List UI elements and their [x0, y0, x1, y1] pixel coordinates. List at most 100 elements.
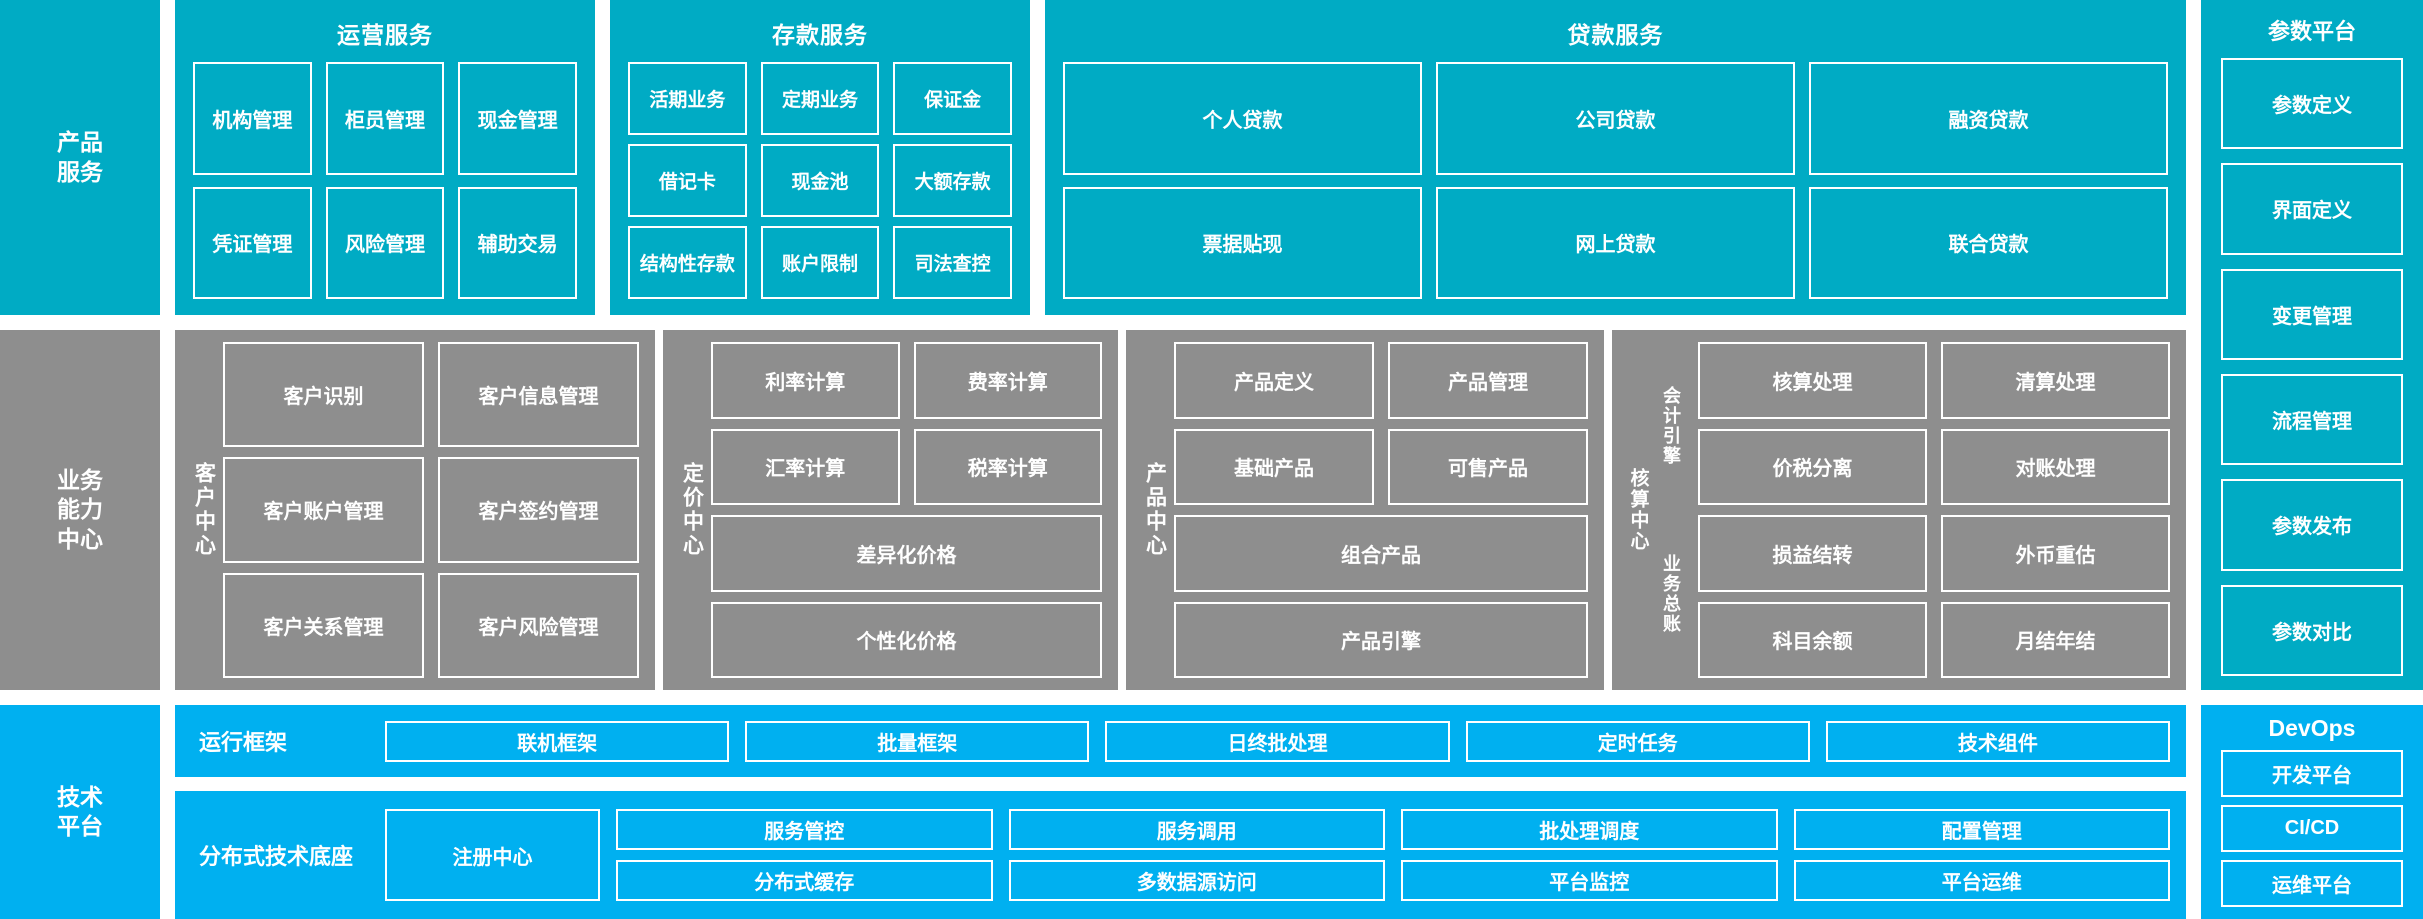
tile-ci-cd[interactable]: CI/CD	[2221, 805, 2403, 852]
tile-customer-identification[interactable]: 客户识别	[223, 342, 424, 448]
tile-customer-relation-management[interactable]: 客户关系管理	[223, 572, 424, 678]
tile-customer-account-management[interactable]: 客户账户管理	[223, 457, 424, 563]
tile-profit-loss-carryover[interactable]: 损益结转	[1698, 515, 1927, 592]
tile-subject-balance[interactable]: 科目余额	[1698, 601, 1927, 678]
tile-bill-discount[interactable]: 票据贴现	[1063, 186, 1422, 299]
tile-online-framework[interactable]: 联机框架	[385, 720, 730, 762]
tile-margin-deposit[interactable]: 保证金	[893, 62, 1012, 135]
tile-parameter-release[interactable]: 参数发布	[2221, 479, 2403, 571]
tile-organization-management[interactable]: 机构管理	[193, 62, 312, 175]
layer-label-technical-platform-text: 技术 平台	[57, 783, 103, 839]
tile-month-year-end-closing[interactable]: 月结年结	[1941, 601, 2170, 678]
tile-distributed-cache[interactable]: 分布式缓存	[616, 860, 993, 901]
tile-foreign-currency-revaluation[interactable]: 外币重估	[1941, 515, 2170, 592]
tile-judicial-control[interactable]: 司法查控	[893, 226, 1012, 299]
tile-scheduled-task[interactable]: 定时任务	[1465, 720, 1810, 762]
tile-voucher-management[interactable]: 凭证管理	[193, 186, 312, 299]
spacer-row	[0, 315, 2423, 330]
tiles-runtime-framework: 联机框架 批量框架 日终批处理 定时任务 技术组件	[385, 720, 2170, 762]
tile-risk-management[interactable]: 风险管理	[325, 186, 445, 299]
tiles-operations: 机构管理 柜员管理 现金管理 凭证管理 风险管理 辅助交易	[193, 62, 577, 299]
tile-auxiliary-transaction[interactable]: 辅助交易	[458, 186, 577, 299]
tile-exchange-rate-calculation[interactable]: 汇率计算	[711, 428, 900, 505]
panel-parameter-platform: 参数平台 参数定义 界面定义 变更管理 流程管理 参数发布 参数对比	[2201, 0, 2423, 690]
tile-registry-center[interactable]: 注册中心	[385, 809, 600, 901]
tile-multi-datasource-access[interactable]: 多数据源访问	[1008, 860, 1385, 901]
tile-configuration-management[interactable]: 配置管理	[1793, 809, 2170, 850]
tile-personalized-price[interactable]: 个性化价格	[711, 601, 1102, 678]
tile-product-engine[interactable]: 产品引擎	[1174, 601, 1588, 678]
tiles-loan: 个人贷款 公司贷款 融资贷款 票据贴现 网上贷款 联合贷款	[1063, 62, 2168, 299]
tile-personal-loan[interactable]: 个人贷款	[1063, 62, 1422, 175]
spacer	[160, 705, 175, 919]
tile-service-invocation[interactable]: 服务调用	[1008, 809, 1385, 850]
tile-sellable-product[interactable]: 可售产品	[1388, 428, 1588, 505]
group-title-loan: 贷款服务	[1567, 22, 1664, 48]
tile-large-deposit[interactable]: 大额存款	[893, 144, 1012, 217]
tiles-deposit: 活期业务 定期业务 保证金 借记卡 现金池 大额存款 结构性存款 账户限制 司法…	[628, 62, 1012, 299]
tile-price-tax-separation[interactable]: 价税分离	[1698, 428, 1927, 505]
group-deposit-services: 存款服务 活期业务 定期业务 保证金 借记卡 现金池 大额存款 结构性存款 账户…	[610, 0, 1030, 315]
tile-process-management[interactable]: 流程管理	[2221, 373, 2403, 466]
spacer	[2186, 330, 2201, 690]
technical-bands: 运行框架 联机框架 批量框架 日终批处理 定时任务 技术组件 分布式技术底座 注…	[175, 705, 2186, 919]
tiles-distributed-base: 服务管控 服务调用 批处理调度 配置管理 分布式缓存 多数据源访问 平台监控 平…	[616, 809, 2170, 901]
center-pricing: 定价中心 利率计算 费率计算 汇率计算 税率计算 差异化价格 个性化价格	[663, 330, 1118, 690]
tile-financing-loan[interactable]: 融资贷款	[1809, 62, 2168, 175]
tile-corporate-loan[interactable]: 公司贷款	[1436, 62, 1795, 175]
tile-change-management[interactable]: 变更管理	[2221, 268, 2403, 360]
tile-debit-card[interactable]: 借记卡	[628, 144, 747, 217]
center-accounting: 核算中心 会计引擎 业务总账 核算处理 清算处理 价税分离 对账处理 损益结转 …	[1612, 330, 2186, 690]
techband-runtime-framework: 运行框架 联机框架 批量框架 日终批处理 定时任务 技术组件	[175, 705, 2186, 777]
tiles-product-center: 产品定义 产品管理 基础产品 可售产品 组合产品 产品引擎	[1174, 342, 1588, 678]
tile-accounting-processing[interactable]: 核算处理	[1698, 342, 1927, 419]
panel-title-parameter-platform: 参数平台	[2267, 19, 2356, 44]
tile-operations-platform[interactable]: 运维平台	[2221, 860, 2403, 907]
panel-devops: DevOps 开发平台 CI/CD 运维平台	[2201, 705, 2423, 919]
center-label-accounting: 核算中心	[1627, 468, 1649, 552]
tile-service-governance[interactable]: 服务管控	[616, 809, 993, 850]
tile-interface-definition[interactable]: 界面定义	[2221, 163, 2403, 255]
tiles-parameter-platform: 参数定义 界面定义 变更管理 流程管理 参数发布 参数对比	[2221, 58, 2403, 676]
tile-development-platform[interactable]: 开发平台	[2221, 750, 2403, 797]
spacer	[2186, 0, 2201, 315]
tile-tax-rate-calculation[interactable]: 税率计算	[913, 428, 1102, 505]
group-loan-services: 贷款服务 个人贷款 公司贷款 融资贷款 票据贴现 网上贷款 联合贷款	[1045, 0, 2186, 315]
tile-settlement-processing[interactable]: 清算处理	[1941, 342, 2170, 419]
tile-end-of-day-batch[interactable]: 日终批处理	[1105, 720, 1450, 762]
panel-title-devops: DevOps	[2268, 715, 2356, 741]
tile-reconciliation-processing[interactable]: 对账处理	[1941, 428, 2170, 505]
tile-time-deposit[interactable]: 定期业务	[760, 62, 880, 135]
tile-online-loan[interactable]: 网上贷款	[1436, 186, 1795, 299]
tile-technical-component[interactable]: 技术组件	[1825, 720, 2170, 762]
tile-structured-deposit[interactable]: 结构性存款	[628, 226, 747, 299]
tile-basic-product[interactable]: 基础产品	[1174, 428, 1374, 505]
tile-platform-operations[interactable]: 平台运维	[1793, 860, 2170, 901]
center-label-customer: 客户中心	[192, 462, 216, 558]
spacer-row	[2201, 690, 2423, 705]
tile-demand-deposit[interactable]: 活期业务	[628, 62, 747, 135]
group-operations-services: 运营服务 机构管理 柜员管理 现金管理 凭证管理 风险管理 辅助交易	[175, 0, 595, 315]
tile-platform-monitoring[interactable]: 平台监控	[1401, 860, 1778, 901]
tile-joint-loan[interactable]: 联合贷款	[1809, 186, 2168, 299]
tile-account-restriction[interactable]: 账户限制	[760, 226, 880, 299]
tile-batch-framework[interactable]: 批量框架	[745, 720, 1090, 762]
tile-fee-rate-calculation[interactable]: 费率计算	[913, 342, 1102, 419]
center-label-product: 产品中心	[1143, 462, 1167, 558]
tile-teller-management[interactable]: 柜员管理	[325, 62, 445, 175]
tile-batch-scheduling[interactable]: 批处理调度	[1401, 809, 1778, 850]
tile-customer-info-management[interactable]: 客户信息管理	[438, 342, 639, 448]
tile-differentiated-price[interactable]: 差异化价格	[711, 515, 1102, 592]
tile-cash-pool[interactable]: 现金池	[760, 144, 880, 217]
tile-customer-risk-management[interactable]: 客户风险管理	[438, 572, 639, 678]
tile-product-management[interactable]: 产品管理	[1388, 342, 1588, 419]
tile-parameter-definition[interactable]: 参数定义	[2221, 58, 2403, 150]
tile-cash-management[interactable]: 现金管理	[458, 62, 577, 175]
layer-product-services: 产品 服务 运营服务 机构管理 柜员管理 现金管理 凭证管理 风险管理 辅助交易…	[0, 0, 2423, 315]
tile-product-definition[interactable]: 产品定义	[1174, 342, 1374, 419]
tile-composite-product[interactable]: 组合产品	[1174, 515, 1588, 592]
tile-customer-contract-management[interactable]: 客户签约管理	[438, 457, 639, 563]
tile-interest-rate-calculation[interactable]: 利率计算	[711, 342, 900, 419]
tile-parameter-comparison[interactable]: 参数对比	[2221, 584, 2403, 676]
tiles-accounting-center: 核算处理 清算处理 价税分离 对账处理 损益结转 外币重估 科目余额 月结年结	[1698, 342, 2170, 678]
